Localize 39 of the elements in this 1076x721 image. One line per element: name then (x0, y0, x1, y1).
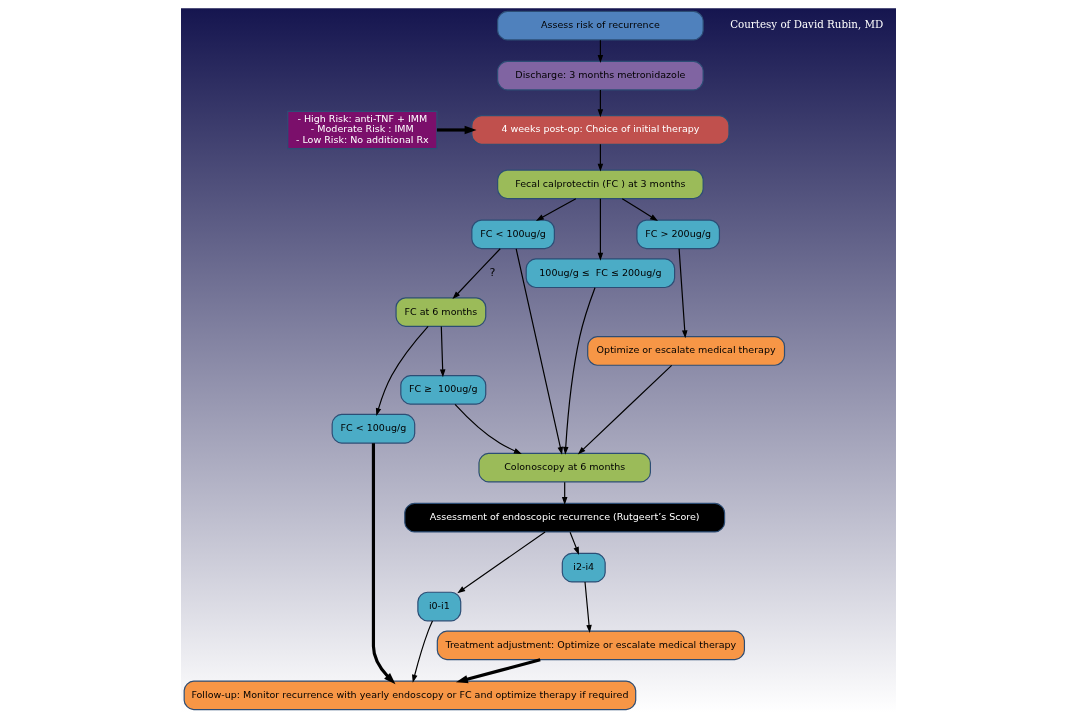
node-box: FC < 100ug/g (470, 219, 555, 250)
arrow (439, 325, 445, 378)
arrow (597, 143, 603, 172)
arrow (371, 443, 395, 685)
node-box: i2-i4 (561, 552, 606, 583)
node-box: Colonoscopy at 6 months (477, 452, 651, 483)
arrow (597, 89, 603, 118)
node-box: Follow-up: Monitor recurrence with yearly endoscopy or FC and optimize therapy if required (183, 680, 636, 711)
node-box: FC < 100ug/g (331, 413, 415, 444)
arrow (678, 248, 687, 339)
arrow (411, 620, 433, 683)
arrow (456, 531, 546, 594)
node-box: FC ≥ 100ug/g (399, 375, 486, 405)
edge-label: ? (489, 266, 495, 280)
arrow (569, 531, 579, 555)
node-box: Fecal calprotectin (FC ) at 3 months (496, 169, 704, 200)
node-box: 100ug/g ≤ FC ≤ 200ug/g (525, 258, 675, 289)
arrow (451, 248, 501, 300)
arrow (515, 248, 563, 455)
node-box: Assessment of endoscopic recurrence (Rutgeert’s Score) (403, 502, 725, 533)
node-box: Discharge: 3 months metronidazole (496, 60, 704, 91)
node-box: Assess risk of recurrence (496, 10, 704, 41)
arrow (577, 364, 672, 455)
node-box: i0-i1 (416, 591, 461, 622)
node-box: 4 weeks post-op: Choice of initial therapy (470, 115, 730, 145)
arrow (583, 581, 592, 633)
label: Courtesy of David Rubin, MD (729, 18, 883, 31)
arrow (621, 198, 658, 221)
node-box: FC > 200ug/g (635, 219, 720, 250)
arrow (562, 287, 596, 455)
arrow (436, 125, 477, 135)
node-box: Optimize or escalate medical therapy (586, 336, 785, 366)
arrow (453, 403, 522, 454)
arrow (535, 198, 576, 221)
arrow (597, 198, 603, 261)
node-box: Treatment adjustment: Optimize or escalate medical therapy (436, 630, 745, 661)
node-box: - High Risk: anti-TNF + IMM - Moderate Risk : IMM - Low Risk: No additional Rx (286, 110, 437, 150)
node-box: FC at 6 months (394, 297, 486, 327)
arrow (375, 325, 429, 417)
